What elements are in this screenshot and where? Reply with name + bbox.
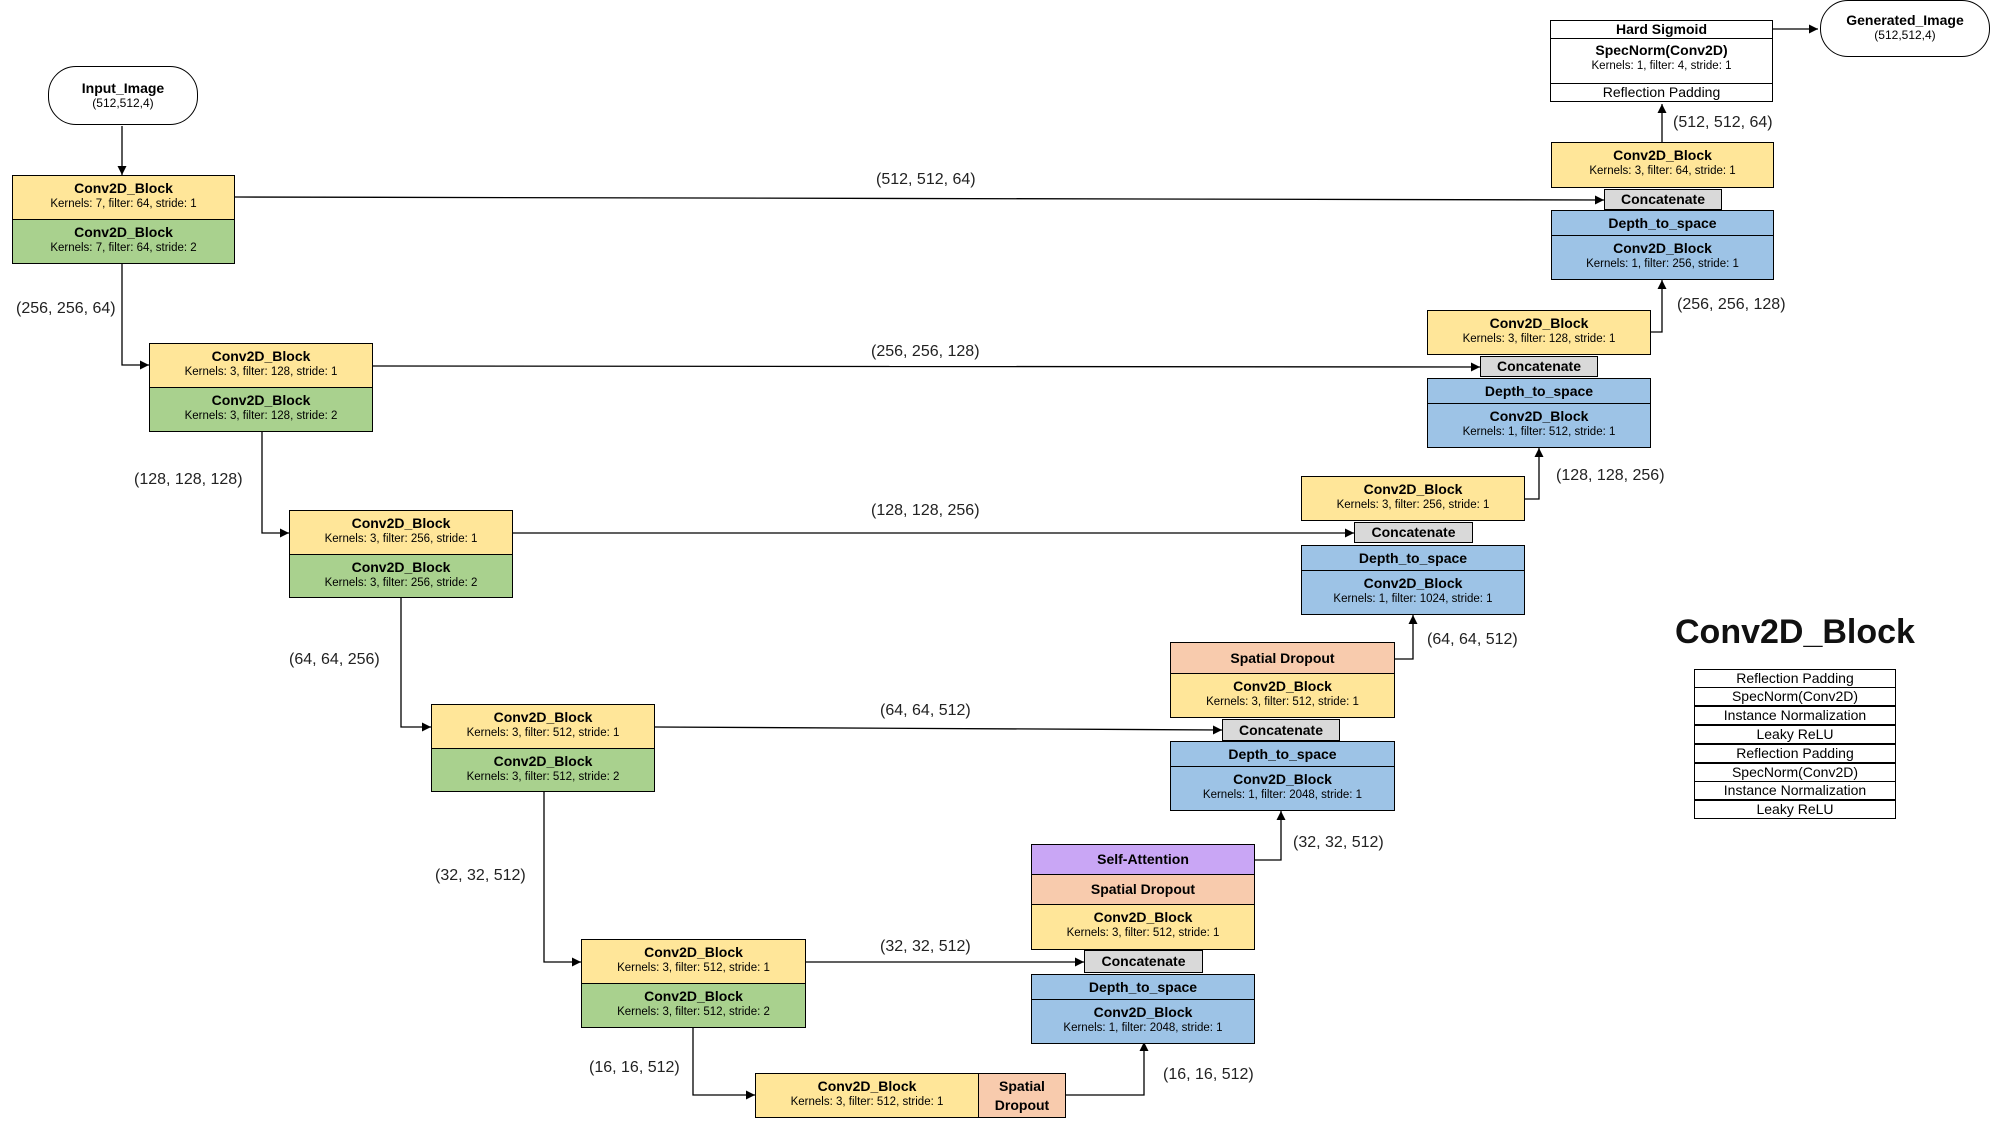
- encoder-4-conv-stride1: Conv2D_Block Kernels: 3, filter: 512, st…: [431, 704, 655, 749]
- label-down-4: (32, 32, 512): [435, 867, 526, 884]
- label-down-2: (128, 128, 128): [134, 471, 243, 488]
- label-skip-1: (512, 512, 64): [876, 171, 976, 188]
- input-image-node: Input_Image (512,512,4): [48, 66, 198, 125]
- decoder-3-conv: Conv2D_Block Kernels: 3, filter: 256, st…: [1301, 476, 1525, 521]
- output-image-node: Generated_Image (512,512,4): [1820, 0, 1990, 57]
- encoder-5-conv-stride2: Conv2D_Block Kernels: 3, filter: 512, st…: [581, 983, 806, 1028]
- label-up-5: (16, 16, 512): [1163, 1066, 1254, 1083]
- legend-title: Conv2D_Block: [1675, 613, 1915, 651]
- arrow-up-1: [1651, 280, 1667, 333]
- legend-row: Leaky ReLU: [1694, 725, 1896, 744]
- label-up-3: (64, 64, 512): [1427, 631, 1518, 648]
- decoder-2-upsample-conv: Conv2D_Block Kernels: 1, filter: 512, st…: [1427, 403, 1651, 448]
- arrow-skip-2: [372, 362, 1481, 372]
- hard-sigmoid-layer: Hard Sigmoid: [1550, 20, 1773, 39]
- final-reflection-padding: Reflection Padding: [1550, 83, 1773, 102]
- arrow-up-5: [1066, 1042, 1149, 1096]
- decoder-3-upsample-conv: Conv2D_Block Kernels: 1, filter: 1024, s…: [1301, 570, 1525, 615]
- label-skip-4: (64, 64, 512): [880, 702, 971, 719]
- decoder-5-upsample-conv: Conv2D_Block Kernels: 1, filter: 2048, s…: [1031, 999, 1255, 1044]
- legend-row: Instance Normalization: [1694, 706, 1896, 725]
- decoder-4-spatial-dropout: Spatial Dropout: [1170, 642, 1395, 674]
- decoder-4-conv: Conv2D_Block Kernels: 3, filter: 512, st…: [1170, 673, 1395, 718]
- decoder-2-concatenate: Concatenate: [1480, 356, 1598, 377]
- encoder-4-conv-stride2: Conv2D_Block Kernels: 3, filter: 512, st…: [431, 748, 655, 792]
- arrow-up-4: [1255, 811, 1286, 861]
- decoder-3-depth-to-space: Depth_to_space: [1301, 545, 1525, 571]
- label-down-1: (256, 256, 64): [16, 300, 116, 317]
- decoder-1-depth-to-space: Depth_to_space: [1551, 210, 1774, 236]
- encoder-5-conv-stride1: Conv2D_Block Kernels: 3, filter: 512, st…: [581, 939, 806, 984]
- label-up-2: (128, 128, 256): [1556, 467, 1665, 484]
- arrow-down-3: [400, 598, 431, 732]
- legend-row: Leaky ReLU: [1694, 800, 1896, 819]
- label-up-1: (256, 256, 128): [1677, 296, 1786, 313]
- encoder-3-conv-stride2: Conv2D_Block Kernels: 3, filter: 256, st…: [289, 554, 513, 598]
- label-up-0: (512, 512, 64): [1673, 114, 1773, 131]
- output-shape: (512,512,4): [1874, 28, 1936, 42]
- decoder-4-upsample-conv: Conv2D_Block Kernels: 1, filter: 2048, s…: [1170, 766, 1395, 811]
- decoder-5-spatial-dropout: Spatial Dropout: [1031, 874, 1255, 905]
- label-up-4: (32, 32, 512): [1293, 834, 1384, 851]
- arrow-down-4: [543, 792, 581, 967]
- decoder-1-conv: Conv2D_Block Kernels: 3, filter: 64, str…: [1551, 142, 1774, 188]
- input-title: Input_Image: [81, 80, 165, 96]
- encoder-2-conv-stride1: Conv2D_Block Kernels: 3, filter: 128, st…: [149, 343, 373, 388]
- bottleneck-spatial-dropout: Spatial Dropout: [978, 1073, 1066, 1118]
- legend-row: Reflection Padding: [1694, 669, 1896, 688]
- decoder-4-depth-to-space: Depth_to_space: [1170, 741, 1395, 767]
- decoder-5-concatenate: Concatenate: [1084, 950, 1203, 973]
- encoder-1-conv-stride2: Conv2D_Block Kernels: 7, filter: 64, str…: [12, 219, 235, 264]
- label-skip-2: (256, 256, 128): [871, 343, 980, 360]
- label-skip-5: (32, 32, 512): [880, 938, 971, 955]
- decoder-5-depth-to-space: Depth_to_space: [1031, 974, 1255, 1000]
- encoder-2-conv-stride2: Conv2D_Block Kernels: 3, filter: 128, st…: [149, 387, 373, 432]
- arrow-down-2: [261, 432, 289, 538]
- decoder-2-depth-to-space: Depth_to_space: [1427, 378, 1651, 404]
- arrow-skip-1: [234, 195, 1605, 205]
- decoder-4-concatenate: Concatenate: [1222, 719, 1340, 741]
- decoder-5-self-attention: Self-Attention: [1031, 844, 1255, 875]
- arrow-skip-4: [654, 725, 1223, 735]
- input-shape: (512,512,4): [92, 96, 154, 110]
- label-down-3: (64, 64, 256): [289, 651, 380, 668]
- decoder-2-conv: Conv2D_Block Kernels: 3, filter: 128, st…: [1427, 310, 1651, 355]
- output-title: Generated_Image: [1846, 12, 1964, 28]
- decoder-1-upsample-conv: Conv2D_Block Kernels: 1, filter: 256, st…: [1551, 235, 1774, 280]
- decoder-3-concatenate: Concatenate: [1354, 522, 1473, 543]
- arrow-down-5: [692, 1028, 755, 1100]
- encoder-3-conv-stride1: Conv2D_Block Kernels: 3, filter: 256, st…: [289, 510, 513, 555]
- decoder-5-conv: Conv2D_Block Kernels: 3, filter: 512, st…: [1031, 904, 1255, 950]
- bottleneck-conv: Conv2D_Block Kernels: 3, filter: 512, st…: [755, 1073, 979, 1118]
- final-specnorm-layer: SpecNorm(Conv2D) Kernels: 1, filter: 4, …: [1550, 38, 1773, 84]
- legend-row: Instance Normalization: [1694, 781, 1896, 800]
- legend-row: Reflection Padding: [1694, 744, 1896, 763]
- decoder-1-concatenate: Concatenate: [1604, 189, 1722, 210]
- arrow-up-3: [1394, 615, 1418, 660]
- legend-row: SpecNorm(Conv2D): [1694, 687, 1896, 706]
- label-skip-3: (128, 128, 256): [871, 502, 980, 519]
- arrow-down-1: [121, 264, 149, 370]
- legend-row: SpecNorm(Conv2D): [1694, 763, 1896, 782]
- label-down-5: (16, 16, 512): [589, 1059, 680, 1076]
- arrow-up-2: [1525, 448, 1544, 500]
- encoder-1-conv-stride1: Conv2D_Block Kernels: 7, filter: 64, str…: [12, 175, 235, 220]
